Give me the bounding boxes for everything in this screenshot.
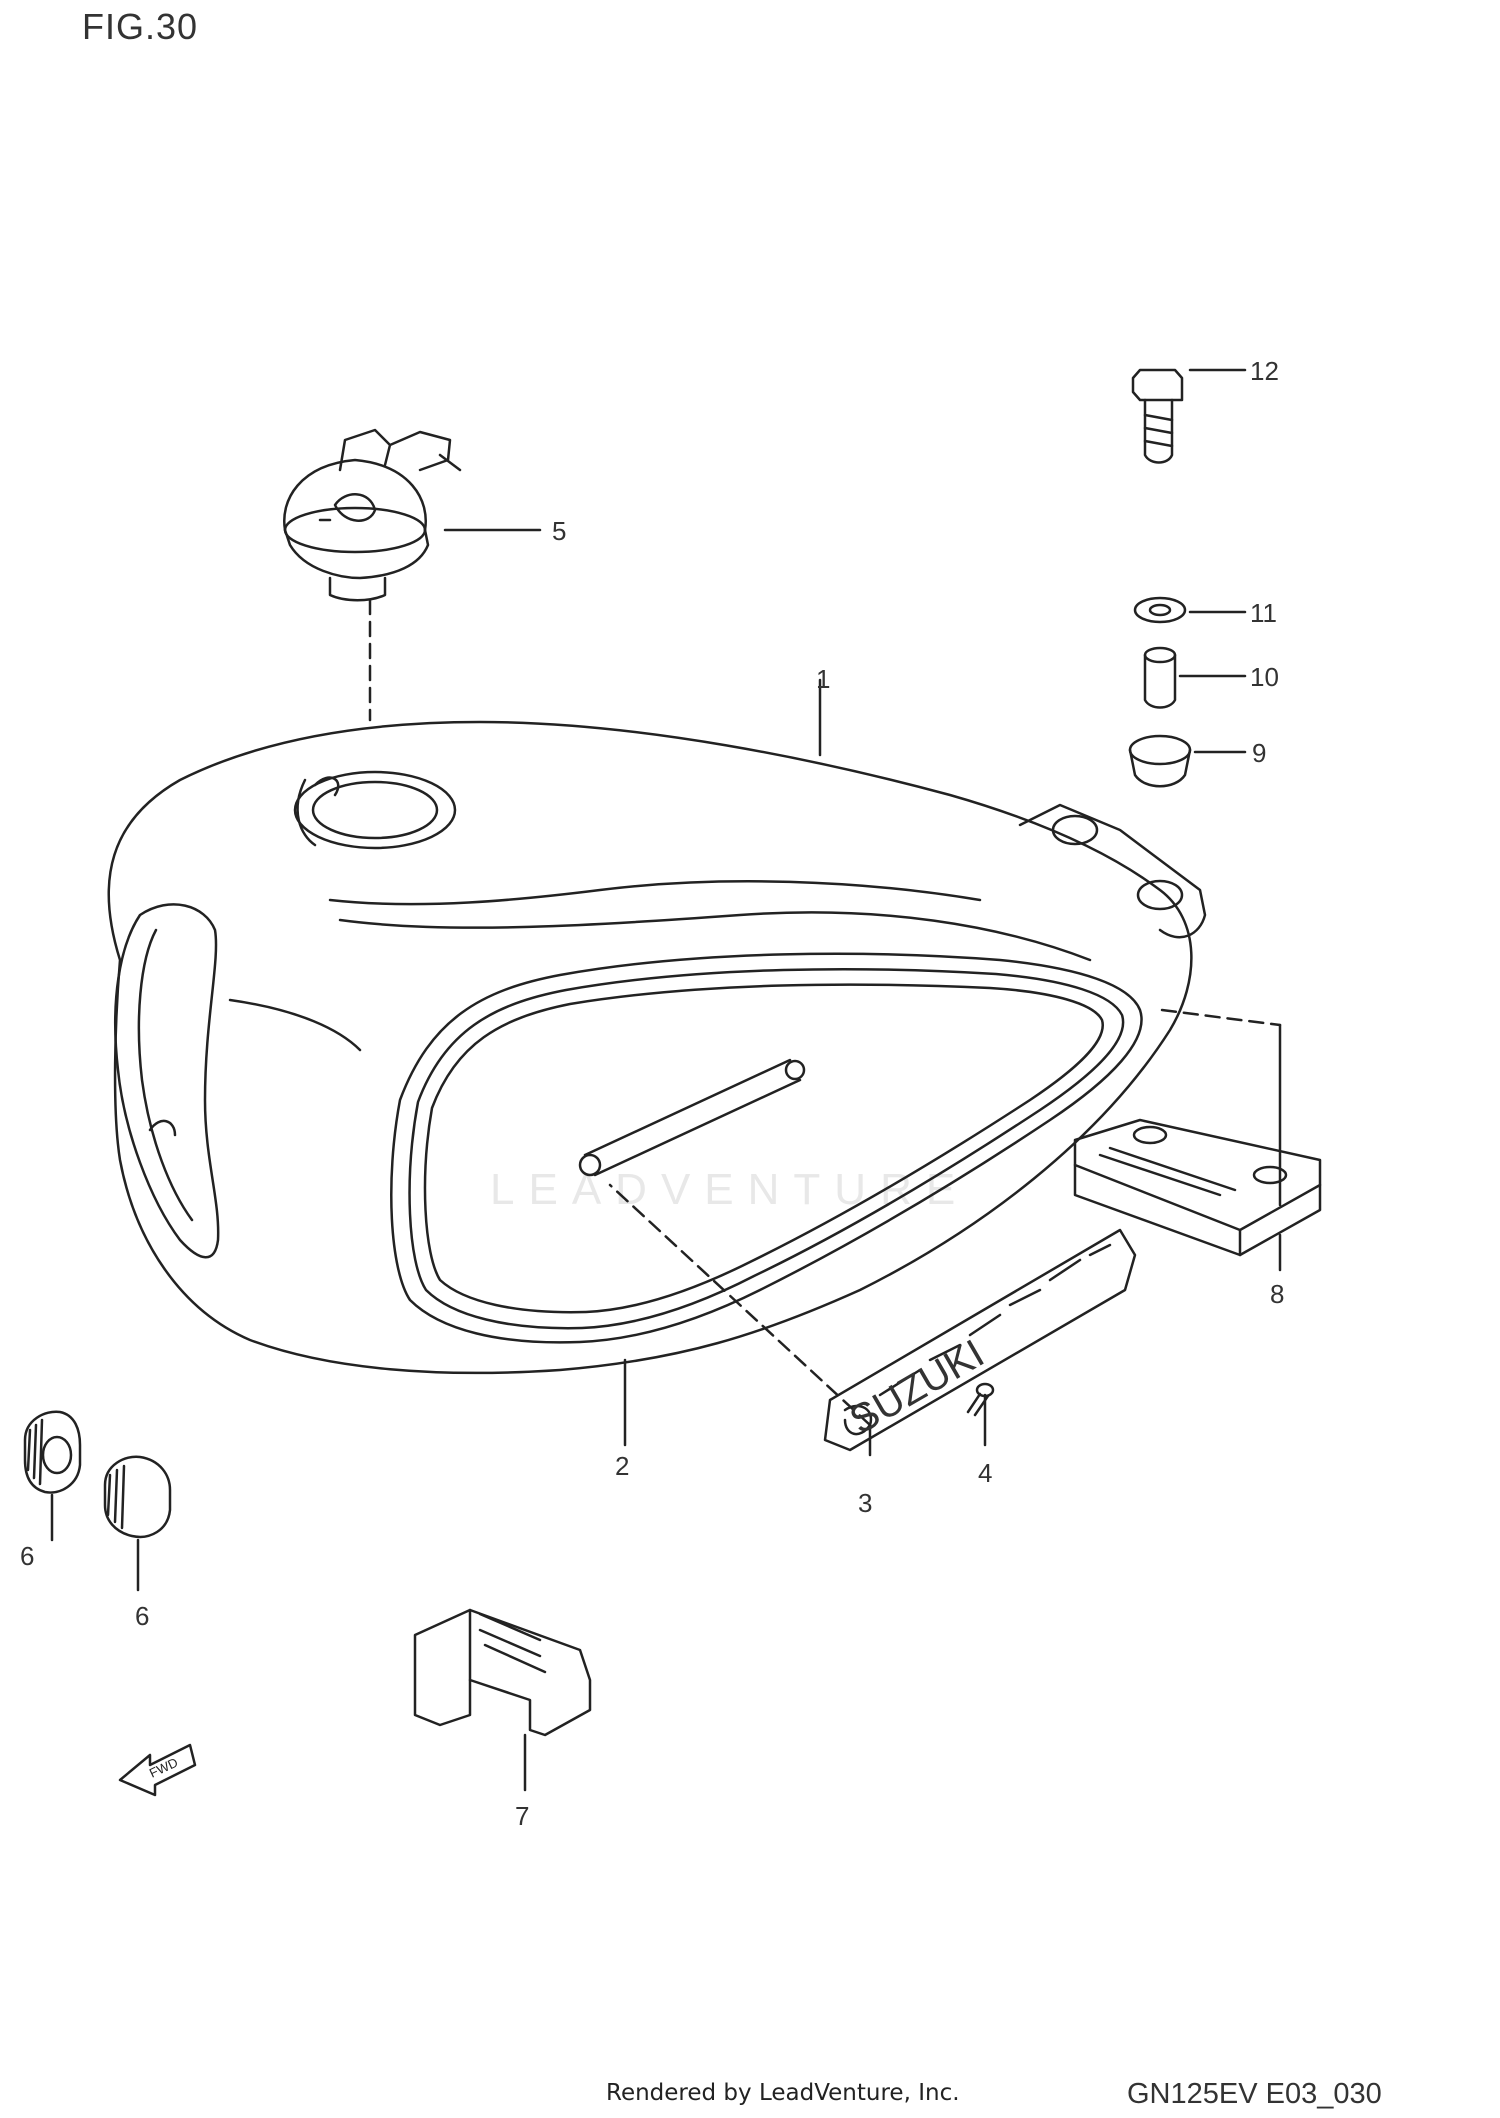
cushion-rubber-1[interactable] <box>23 1410 82 1494</box>
cushion-clip[interactable] <box>413 1608 592 1737</box>
cushion-pad[interactable] <box>1073 1118 1322 1257</box>
washer[interactable] <box>1133 596 1187 624</box>
figure-title: FIG.30 <box>82 6 199 47</box>
callout-7: 7 <box>515 1801 529 1831</box>
callout-11: 11 <box>1250 598 1277 628</box>
spacer[interactable] <box>1143 646 1177 709</box>
bolt[interactable] <box>1131 368 1184 464</box>
callout-1: 1 <box>816 664 830 694</box>
model-code: GN125EV E03_030 <box>1127 2078 1382 2110</box>
callout-6-a: 6 <box>20 1541 34 1571</box>
callout-9: 9 <box>1252 738 1266 768</box>
callout-2: 2 <box>615 1451 629 1481</box>
callout-4: 4 <box>978 1458 992 1488</box>
cushion[interactable] <box>1128 734 1192 788</box>
callout-12: 12 <box>1250 356 1279 386</box>
cushion-rubber-2[interactable] <box>103 1455 172 1539</box>
suzuki-emblem[interactable] <box>823 1228 1137 1452</box>
fwd-arrow: FWD <box>118 1743 197 1797</box>
fuel-cap[interactable] <box>283 428 462 602</box>
callout-6-b: 6 <box>135 1601 149 1631</box>
callout-10: 10 <box>1250 662 1279 692</box>
screw[interactable] <box>966 1382 995 1417</box>
callout-8: 8 <box>1270 1279 1284 1309</box>
callout-5: 5 <box>552 516 566 546</box>
watermark: LEADVENTURE <box>490 1165 970 1214</box>
callout-3: 3 <box>858 1488 872 1518</box>
rendered-by-credit: Rendered by LeadVenture, Inc. <box>606 2080 960 2106</box>
fuel-tank[interactable] <box>107 720 1207 1375</box>
